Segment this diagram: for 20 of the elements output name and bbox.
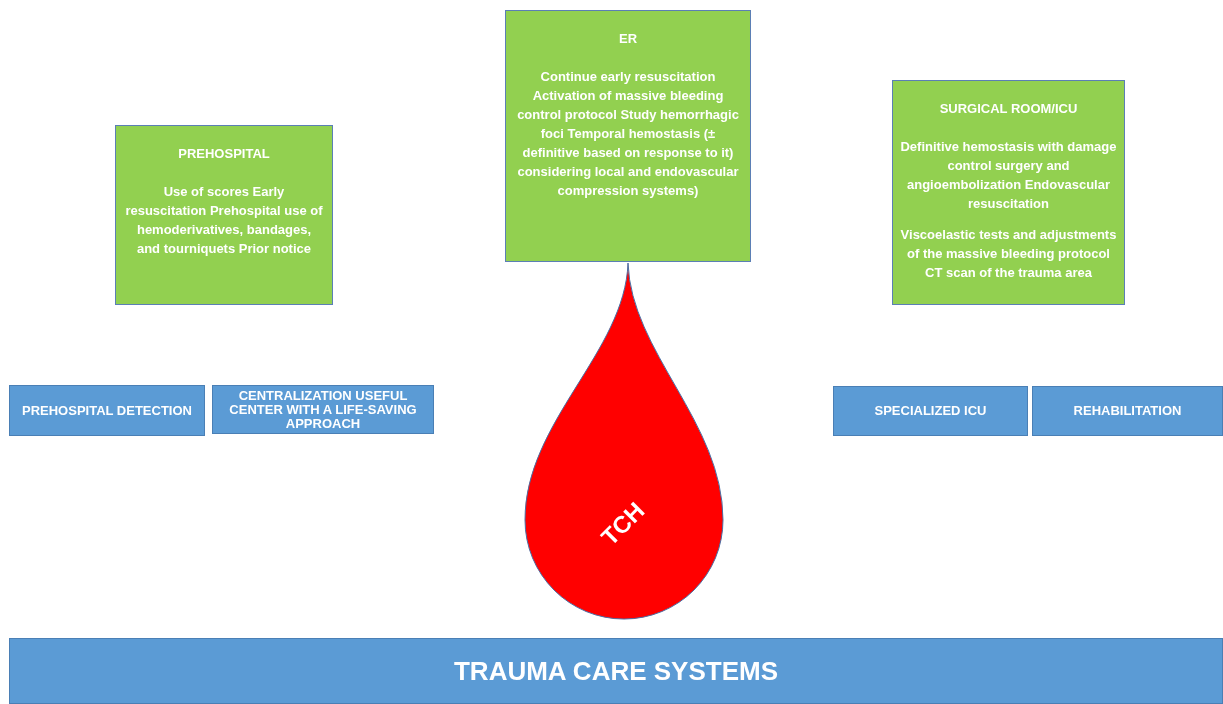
- box-text: Use of scores Early resuscitation Prehospital use of hemoderivatives, bandages, and tourniquets Prior notice: [124, 183, 324, 258]
- stage-box: [212, 385, 434, 434]
- info-box: [115, 125, 333, 305]
- base-band: [9, 638, 1223, 704]
- stage-box: [1032, 386, 1223, 436]
- band-title: TRAUMA CARE SYSTEMS: [453, 664, 779, 678]
- box-heading: ER: [617, 30, 639, 48]
- info-box: [892, 80, 1125, 305]
- box-text: Continue early resuscitation Activation of massive bleeding control protocol Study hemorrhagic foci Temporal hemostasis (± definitive based on response to it) considering local and endovascular compression systems): [516, 68, 740, 200]
- stage-label: REHABILITATION: [1073, 404, 1182, 418]
- stage-box: [833, 386, 1028, 436]
- box-heading: SURGICAL ROOM/ICU: [938, 100, 1079, 118]
- stage-label: PREHOSPITAL DETECTION: [22, 403, 192, 418]
- stage-label: SPECIALIZED ICU: [874, 404, 987, 418]
- box-heading: PREHOSPITAL: [177, 145, 271, 163]
- stage-label: CENTRALIZATION USEFUL CENTER WITH A LIFE-SAVING APPROACH: [228, 388, 418, 431]
- stage-box: [9, 385, 205, 436]
- info-box: [505, 10, 751, 262]
- box-text: Definitive hemostasis with damage control surgery and angioembolization Endovascular resuscitation: [899, 138, 1118, 213]
- box-text: Viscoelastic tests and adjustments of the massive bleeding protocol CT scan of the trauma area: [899, 226, 1118, 282]
